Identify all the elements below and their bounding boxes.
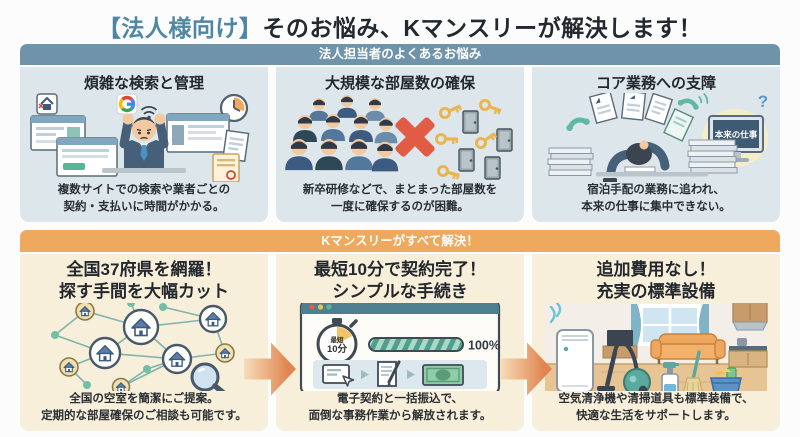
solutions-header: Kマンスリーがすべて解決！ (20, 230, 780, 252)
problem-desc-rooms: 新卒研修などで、まとまった部屋数を一度に確保するのが困難。 (302, 184, 498, 213)
overwork-illustration: 本来の仕事 ? (538, 93, 774, 183)
contract-flow-illustration: 最短 10分 100% (282, 302, 518, 392)
broom-icon (683, 350, 703, 392)
problem-card-corework: コア業務への支障 本来の仕事 ? (532, 67, 780, 222)
step-arrow-icon (407, 370, 415, 380)
problem-desc-search: 複数サイトでの検索や業者ごとの契約・支払いに時間がかかる。 (57, 184, 231, 213)
house-node-large (88, 304, 228, 375)
problem-title-rooms: 大規模な部屋数の確保 (324, 75, 475, 92)
step-form-icon (322, 364, 355, 388)
stopwatch-label-bottom: 10分 (327, 343, 348, 355)
overworked-person-icon (596, 140, 708, 183)
air-purifier-icon (549, 302, 594, 392)
documents-icon (166, 112, 250, 183)
title-main-text: そのお悩み、Kマンスリーが解決します！ (262, 15, 703, 41)
browser-windows-icon (30, 93, 118, 177)
network-map-illustration (26, 302, 262, 392)
title-audience-tag: 【法人様向け】 (97, 15, 263, 41)
problem-card-search: 煩雑な検索と管理 (20, 67, 268, 222)
solution-card-equipment: 追加費用なし！充実の標準設備 (532, 254, 780, 431)
solution-desc-equipment: 空気清浄機や清掃道具も標準装備で、快適な生活をサポートします。 (558, 393, 754, 422)
stopwatch-icon: 最短 10分 (316, 318, 358, 365)
google-logo-icon (116, 93, 138, 115)
network-dots (51, 302, 167, 389)
solution-card-network: 全国37府県を網羅！探す手間を大幅カット (20, 254, 268, 431)
bucket-icon (710, 367, 742, 392)
step-arrow-icon (361, 370, 369, 380)
problems-header: 法人担当者のよくあるお悩み (20, 44, 780, 65)
progress-label: 100% (468, 339, 500, 353)
cross-icon (395, 117, 435, 157)
kitchen-icon (728, 302, 768, 369)
room-equipment-illustration (538, 302, 774, 392)
phone-icon (566, 93, 709, 132)
solution-desc-network: 全国の空室を簡潔にご提案。定期的な部屋確保のご相談も可能です。 (41, 393, 247, 422)
solution-title-contract: 最短10分で契約完了！シンプルな手続き (314, 260, 486, 301)
problem-title-search: 煩雑な検索と管理 (83, 75, 204, 92)
step-contract-icon (377, 360, 401, 388)
search-chaos-illustration (26, 93, 262, 183)
problem-title-corework: コア業務への支障 (595, 75, 716, 92)
room-shortage-illustration (282, 93, 518, 182)
problems-section: 法人担当者のよくあるお悩み 煩雑な検索と管理 (20, 44, 780, 222)
page-title: 【法人様向け】そのお悩み、Kマンスリーが解決します！ (0, 9, 800, 43)
question-mark: ? (758, 93, 768, 111)
solution-desc-contract: 電子契約と一括振込で、面倒な事務作業から解放されます。 (308, 393, 492, 422)
stressed-person-icon (102, 113, 186, 173)
solutions-section: Kマンスリーがすべて解決！ 全国37府県を網羅！探す手間を大幅カット (20, 230, 780, 431)
flying-documents-icon (588, 93, 695, 143)
solution-title-network: 全国37府県を網羅！探す手間を大幅カット (59, 260, 229, 301)
crowd-icon (285, 94, 399, 172)
vacuum-icon (597, 341, 651, 392)
house-node-small (59, 302, 235, 392)
step-money-icon (422, 364, 464, 387)
magnifier-icon (190, 362, 226, 392)
progress-bar: 100% (368, 337, 500, 353)
solution-title-equipment: 追加費用なし！充実の標準設備 (596, 260, 716, 301)
stopwatch-label-top: 最短 (331, 335, 345, 344)
sofa-icon (650, 333, 726, 365)
monitor-label: 本来の仕事 (715, 130, 758, 140)
problem-card-rooms: 大規模な部屋数の確保 (276, 67, 524, 222)
paper-stack-left-icon (547, 147, 594, 177)
solution-card-contract: 最短10分で契約完了！シンプルな手続き (276, 254, 524, 431)
problem-desc-corework: 宿泊手配の業務に追われ、本来の仕事に集中できない。 (581, 184, 731, 213)
keys-doors-icon (435, 98, 513, 180)
paper-stack-right-icon (687, 139, 738, 174)
spray-bottle-icon (661, 362, 679, 392)
